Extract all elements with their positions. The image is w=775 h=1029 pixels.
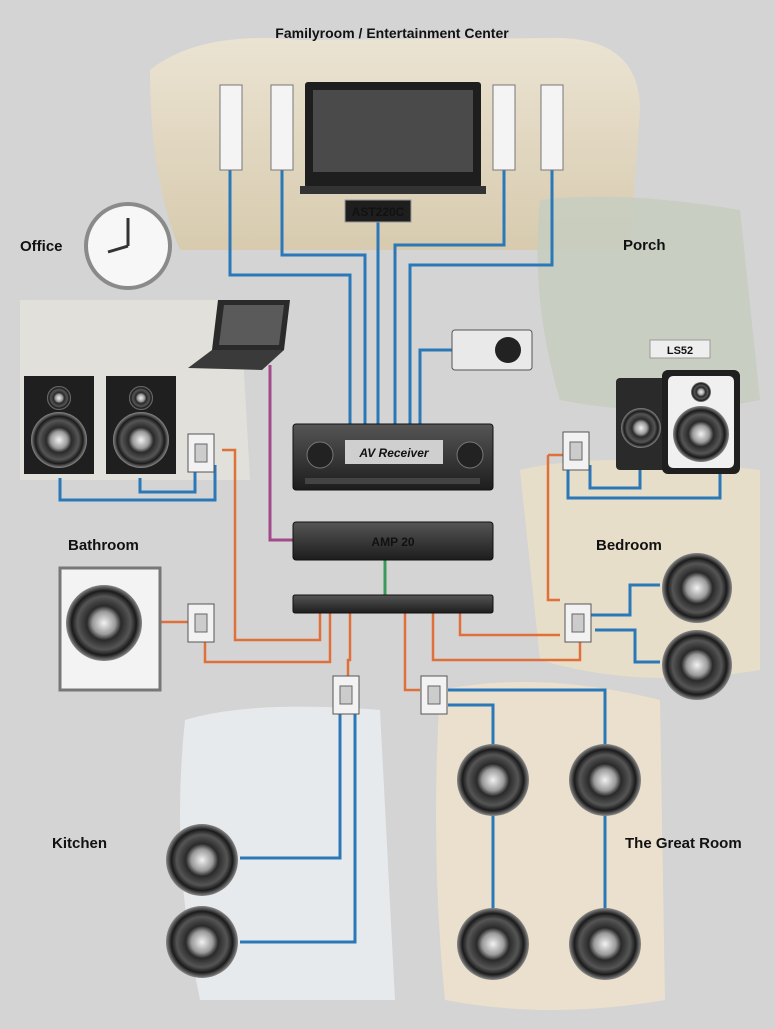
room-label-great-room: The Great Room: [625, 835, 742, 852]
room-label-porch: Porch: [623, 237, 666, 254]
volume-control-icon: [562, 431, 590, 471]
wire-bedroom-speakers: [590, 583, 660, 617]
wire-bedroom-to-switch: [458, 612, 560, 637]
blue-wires: [58, 170, 722, 944]
wire-front-left-2: [280, 170, 367, 425]
amplifier: AMP 20: [292, 521, 494, 561]
porch-speaker-label-box: LS52: [649, 339, 711, 359]
room-label-bedroom: Bedroom: [596, 537, 662, 554]
orange-wires: [150, 448, 582, 692]
wire-kitchen-to-switch: [346, 612, 352, 680]
clock-icon: [84, 202, 172, 290]
volume-control-icon: [564, 603, 592, 643]
ceiling-speaker-icon: [662, 553, 732, 623]
wire-kitchen: [240, 712, 342, 860]
wire-office-to-switch: [222, 448, 322, 642]
tower-speaker: [270, 84, 294, 171]
porch-speakers: [616, 370, 740, 474]
front-speakers: [219, 84, 564, 171]
volume-controls: [187, 431, 592, 715]
wire-bedroom-switch: [546, 455, 560, 602]
wire-great-room: [448, 688, 607, 745]
kitchen-speakers: [166, 824, 238, 978]
wire-office-speakers: [58, 465, 217, 502]
projector-icon: [451, 329, 533, 371]
amp-label: AMP 20: [371, 535, 414, 549]
ceiling-speaker-icon: [569, 744, 641, 816]
speaker-selector-switch: [292, 594, 494, 614]
volume-control-icon: [187, 603, 215, 643]
bedroom-speakers: [662, 553, 732, 700]
receiver-label: AV Receiver: [358, 446, 429, 460]
tower-speaker: [219, 84, 243, 171]
ceiling-speaker-icon: [457, 908, 529, 980]
wire-greatroom-to-switch: [403, 612, 420, 692]
tv-label-box: AST220C: [344, 199, 412, 223]
porch-speaker-label: LS52: [667, 345, 693, 357]
ceiling-speaker-icon: [569, 908, 641, 980]
ceiling-speaker-icon: [457, 744, 529, 816]
room-label-kitchen: Kitchen: [52, 835, 107, 852]
wire-porch-speakers: [566, 465, 722, 500]
office-speakers: [24, 376, 176, 474]
tower-speaker: [492, 84, 516, 171]
wire-front-right: [393, 170, 506, 425]
wire-front-left: [228, 170, 352, 425]
wire-kitchen-2: [240, 712, 357, 944]
tower-speaker: [540, 84, 564, 171]
volume-control-icon: [187, 433, 215, 473]
room-label-office: Office: [20, 238, 63, 255]
ceiling-speaker-icon: [66, 585, 142, 661]
volume-control-icon: [420, 675, 448, 715]
tv-model-label: AST220C: [352, 205, 405, 219]
wire-projector: [418, 348, 452, 425]
laptop-wire: [268, 365, 300, 542]
volume-control-icon: [332, 675, 360, 715]
wire-porch-switch-right: [431, 612, 582, 662]
laptop-icon: [188, 300, 290, 370]
diagram-title: Familyroom / Entertainment Center: [275, 25, 509, 41]
ceiling-speaker-icon: [662, 630, 732, 700]
bathroom-speaker: [58, 566, 162, 692]
television: [300, 82, 486, 194]
wire-front-right-2: [408, 170, 554, 425]
ceiling-speaker-icon: [166, 906, 238, 978]
wire-bedroom-speakers-2: [595, 628, 660, 664]
great-room-speakers: [457, 744, 641, 980]
wire-bathroom-to-switch: [203, 612, 332, 664]
wire-great-room-2: [448, 703, 495, 745]
ceiling-speaker-icon: [166, 824, 238, 896]
room-label-bathroom: Bathroom: [68, 537, 139, 554]
wire-office-speakers-2: [138, 470, 197, 494]
wire-porch-speakers-2: [588, 465, 642, 490]
av-receiver: AV Receiver: [292, 423, 494, 491]
